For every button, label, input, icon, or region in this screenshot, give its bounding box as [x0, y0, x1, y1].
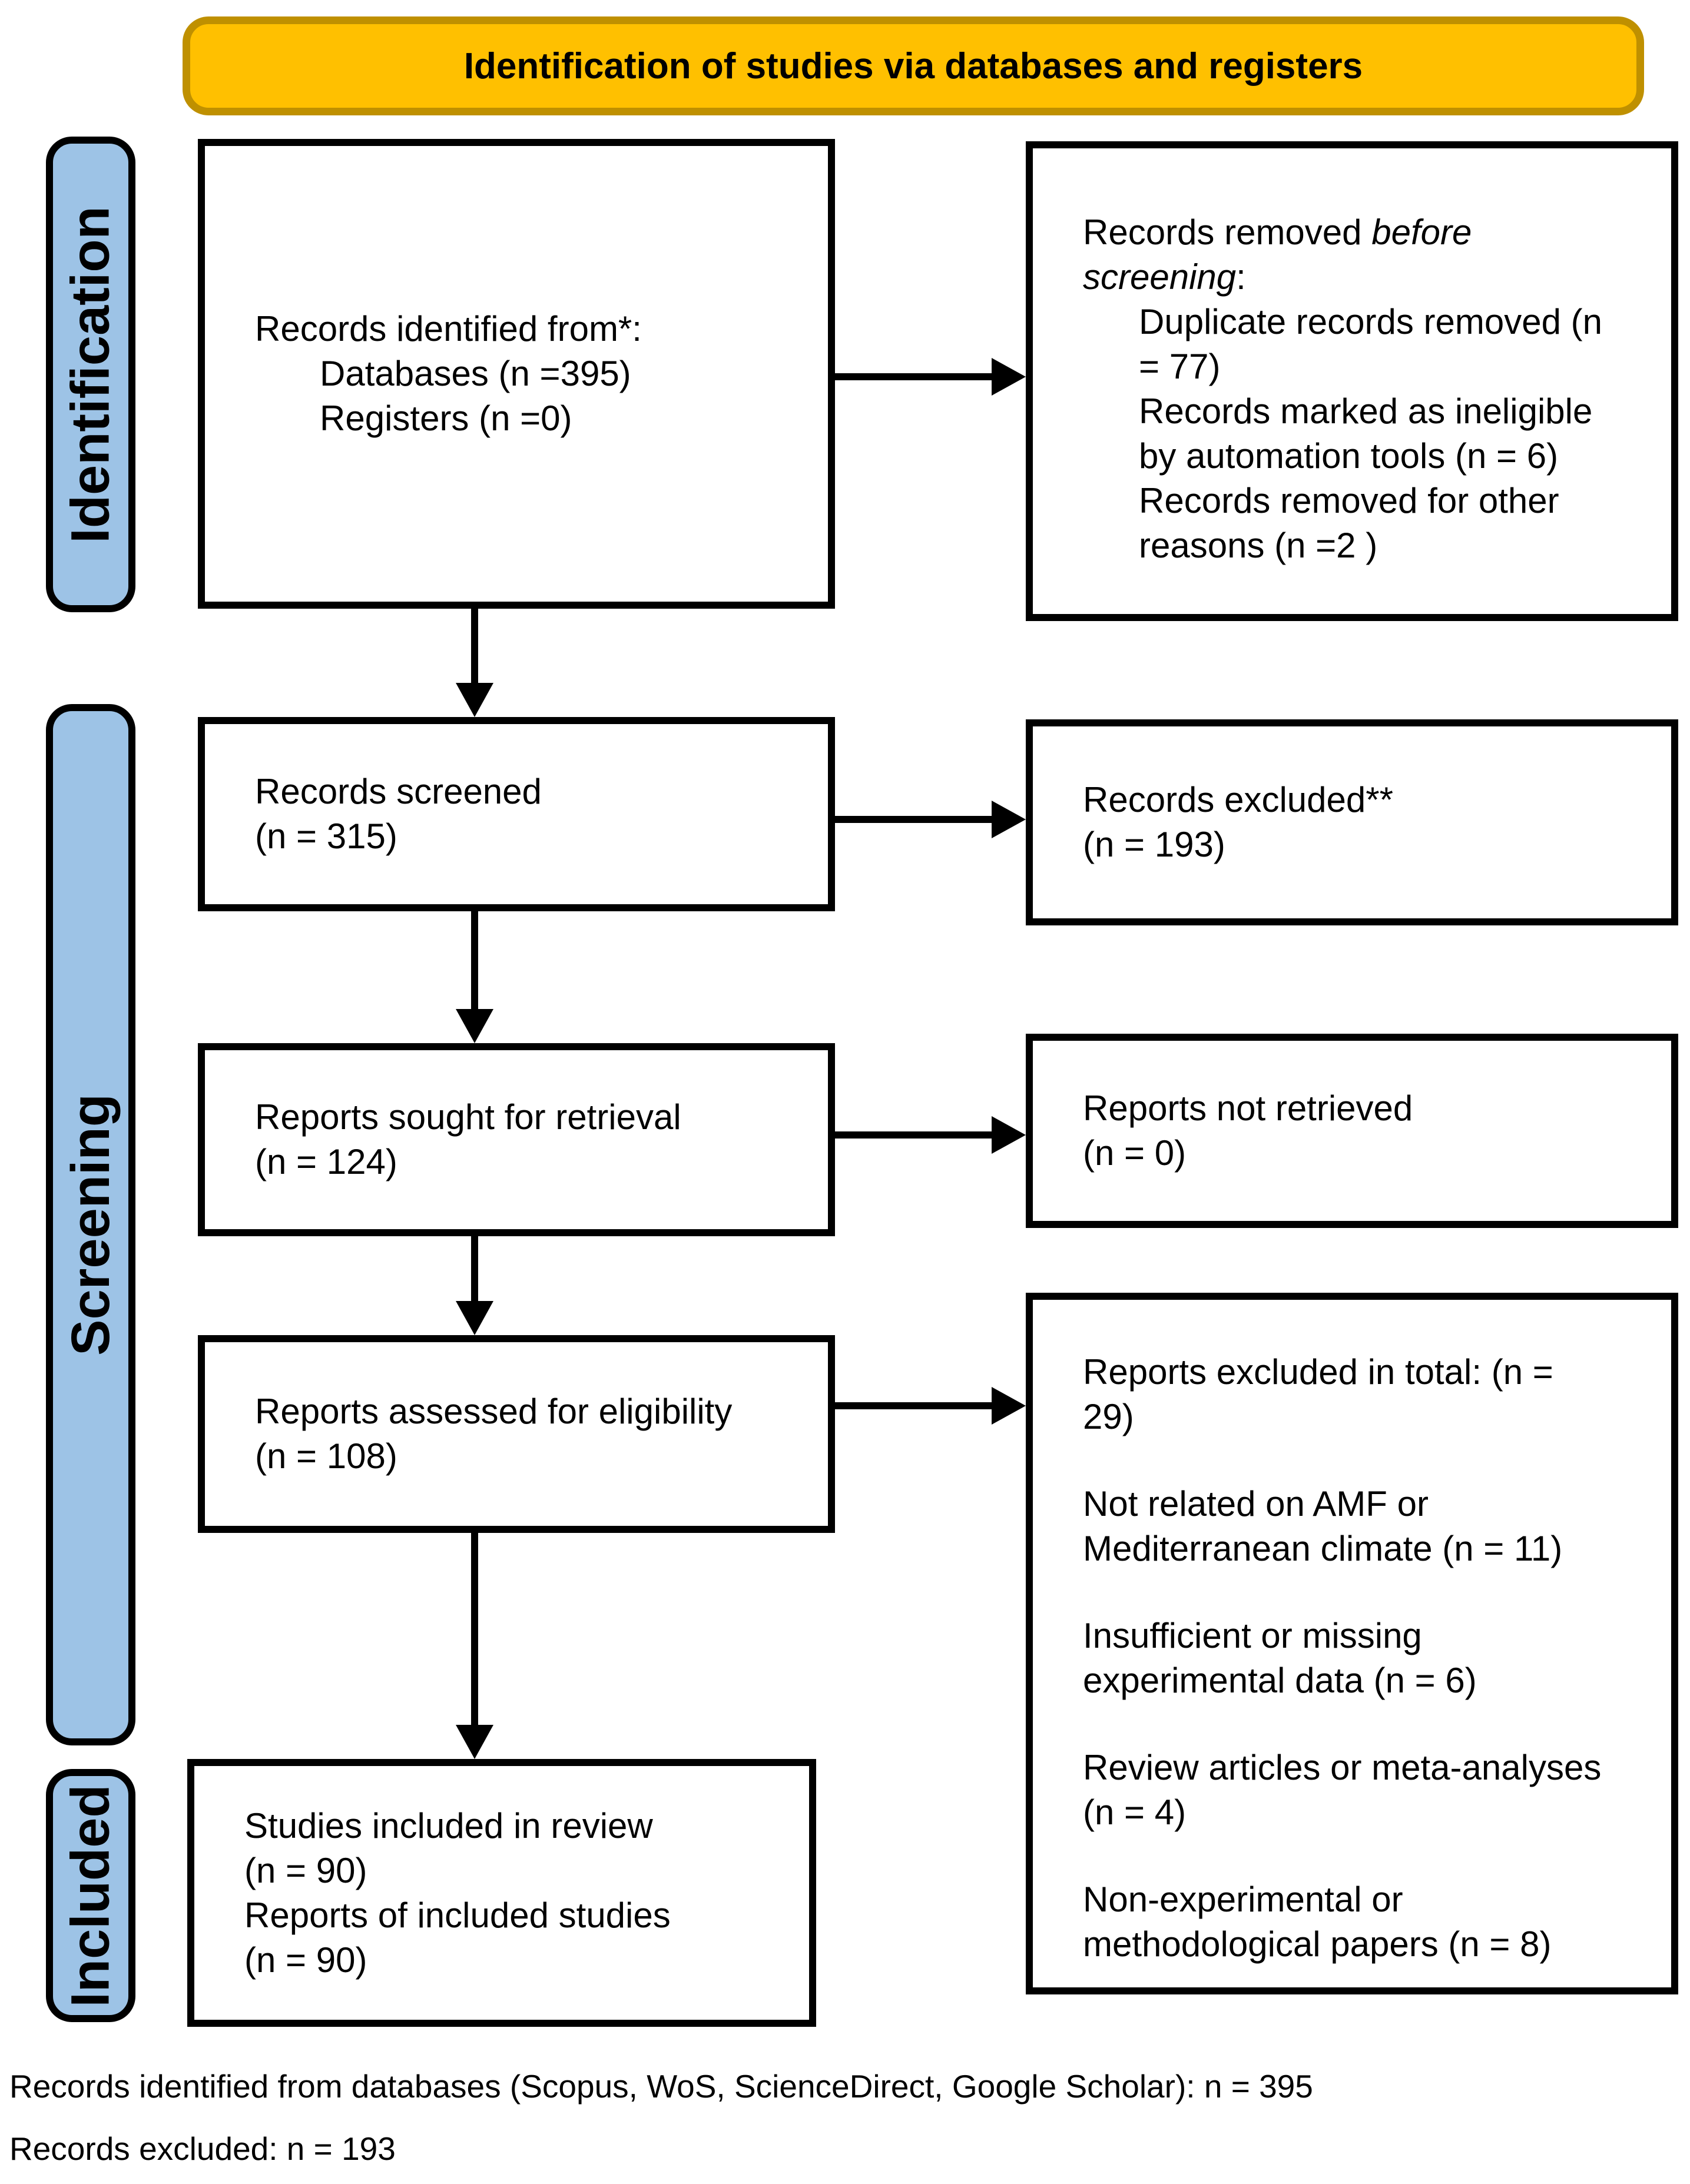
excluded-reason-nonexperimental: Non-experimental or methodological paper…	[1083, 1880, 1552, 1964]
not-retrieved-label: Reports not retrieved	[1083, 1088, 1413, 1128]
arrow-identified-to-screened	[456, 609, 493, 717]
box-reports-not-retrieved: Reports not retrieved (n = 0)	[1026, 1034, 1678, 1228]
arrow-shaft	[471, 609, 478, 688]
records-removed-screening: screening	[1083, 257, 1237, 297]
reports-included-count: (n = 90)	[244, 1940, 367, 1980]
arrow-screened-to-excluded	[835, 801, 1026, 838]
records-identified-intro: Records identified from*:	[255, 309, 642, 348]
arrow-head-down-icon	[456, 1009, 493, 1043]
records-screened-label: Records screened	[255, 772, 542, 811]
arrow-shaft	[835, 373, 996, 380]
footer-note-excluded: Records excluded: n = 193	[9, 2130, 396, 2167]
banner-title: Identification of studies via databases …	[183, 16, 1644, 115]
studies-included-count: (n = 90)	[244, 1850, 367, 1890]
removed-other: Records removed for other reasons (n =2 …	[1139, 481, 1559, 565]
reports-assessed-label: Reports assessed for eligibility	[255, 1392, 733, 1431]
excluded-reason-amf: Not related on AMF or Mediterranean clim…	[1083, 1484, 1563, 1568]
arrow-assessed-to-excludedtotal	[835, 1387, 1026, 1425]
phase-label-included: Included	[60, 1784, 121, 2007]
arrow-shaft	[471, 911, 478, 1014]
records-removed-prefix: Records removed	[1083, 213, 1372, 252]
records-excluded-count: (n = 193)	[1083, 825, 1225, 864]
arrow-identified-to-removed	[835, 358, 1026, 396]
excluded-reason-data: Insufficient or missing experimental dat…	[1083, 1616, 1477, 1700]
arrow-shaft	[471, 1236, 478, 1306]
box-records-excluded: Records excluded** (n = 193)	[1026, 719, 1678, 925]
not-retrieved-count: (n = 0)	[1083, 1133, 1187, 1173]
phase-label-identification: Identification	[60, 205, 121, 543]
arrow-shaft	[835, 1402, 996, 1409]
arrow-head-down-icon	[456, 1725, 493, 1759]
studies-included-line: Studies included in review	[244, 1805, 653, 1846]
phase-bar-screening: Screening	[46, 704, 135, 1745]
arrow-screened-to-sought	[456, 911, 493, 1043]
reports-included-line: Reports of included studies	[244, 1895, 671, 1935]
reports-sought-label: Reports sought for retrieval	[255, 1097, 681, 1137]
arrow-head-right-icon	[992, 358, 1026, 396]
box-reports-excluded-total: Reports excluded in total: (n = 29) Not …	[1026, 1293, 1678, 1994]
arrow-sought-to-notretrieved	[835, 1116, 1026, 1154]
records-identified-databases: Databases (n =395)	[320, 354, 631, 393]
records-removed-intro: Records removed before screening:	[1083, 210, 1645, 300]
phase-label-screening: Screening	[60, 1094, 121, 1356]
arrow-assessed-to-included	[456, 1533, 493, 1759]
records-removed-colon: :	[1236, 257, 1246, 297]
box-records-identified: Records identified from*: Databases (n =…	[198, 139, 835, 609]
box-records-removed: Records removed before screening: Duplic…	[1026, 141, 1678, 621]
arrow-shaft	[835, 816, 996, 823]
reports-assessed-count: (n = 108)	[255, 1436, 397, 1476]
footer-note-identified: Records identified from databases (Scopu…	[9, 2068, 1313, 2105]
removed-duplicates: Duplicate records removed (n = 77)	[1139, 302, 1603, 386]
banner-title-label: Identification of studies via databases …	[463, 45, 1363, 87]
box-reports-sought: Reports sought for retrieval (n = 124)	[198, 1043, 835, 1236]
phase-bar-included: Included	[46, 1769, 135, 2022]
records-excluded-label: Records excluded**	[1083, 780, 1393, 819]
box-reports-assessed: Reports assessed for eligibility (n = 10…	[198, 1335, 835, 1533]
reports-sought-count: (n = 124)	[255, 1142, 397, 1181]
arrow-head-down-icon	[456, 1301, 493, 1335]
arrow-sought-to-assessed	[456, 1236, 493, 1335]
excluded-reason-review: Review articles or meta-analyses (n = 4)	[1083, 1748, 1602, 1832]
arrow-head-right-icon	[992, 801, 1026, 838]
records-removed-before: before	[1371, 213, 1472, 252]
arrow-head-right-icon	[992, 1387, 1026, 1425]
arrow-head-down-icon	[456, 683, 493, 717]
records-identified-registers: Registers (n =0)	[320, 399, 572, 438]
box-studies-included: Studies included in review (n = 90) Repo…	[187, 1759, 816, 2027]
phase-bar-identification: Identification	[46, 137, 135, 612]
arrow-head-right-icon	[992, 1116, 1026, 1154]
records-screened-count: (n = 315)	[255, 816, 397, 856]
box-records-screened: Records screened (n = 315)	[198, 717, 835, 911]
excluded-total-title: Reports excluded in total: (n = 29)	[1083, 1352, 1553, 1436]
arrow-shaft	[471, 1533, 478, 1730]
arrow-shaft	[835, 1131, 996, 1139]
removed-automation: Records marked as ineligible by automati…	[1139, 391, 1593, 476]
